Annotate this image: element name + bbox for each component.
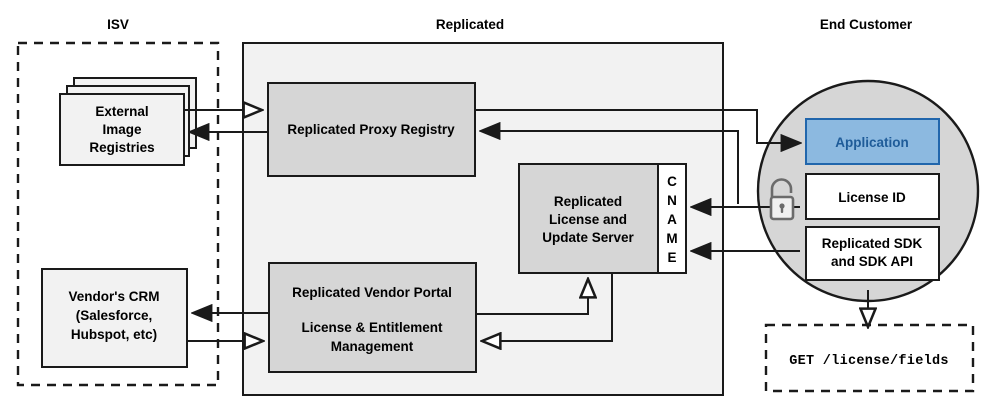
vendors-crm-line-3: Hubspot, etc)	[71, 327, 157, 342]
cname-letter-a: A	[667, 212, 677, 227]
replicated-proxy-registry-label: Replicated Proxy Registry	[287, 122, 455, 137]
vendors-crm-line-1: Vendor's CRM	[69, 289, 160, 304]
application-node[interactable]: Application	[805, 118, 940, 165]
api-call-node[interactable]: GET /license/fields	[764, 323, 975, 393]
vendor-portal-line-2: License & Entitlement	[301, 320, 443, 335]
license-update-server-line-1: Replicated	[554, 194, 622, 209]
cname-box	[657, 163, 687, 274]
replicated-license-update-server-node[interactable]: Replicated License and Update Server	[518, 163, 659, 274]
license-update-server-line-3: Update Server	[542, 230, 634, 245]
vendors-crm-box	[41, 268, 188, 368]
zone-title-replicated: Replicated	[436, 17, 504, 32]
replicated-vendor-portal-node[interactable]: Replicated Vendor Portal License & Entit…	[268, 262, 477, 373]
replicated-sdk-line-2: and SDK API	[831, 254, 913, 269]
vendor-portal-line-3: Management	[331, 339, 414, 354]
flow-vendor-portal-to-license-server	[476, 279, 588, 315]
flow-customer-to-proxy	[481, 131, 739, 204]
license-id-label: License ID	[838, 190, 906, 205]
zone-title-end-customer: End Customer	[820, 17, 913, 32]
cname-letter-n: N	[667, 193, 677, 208]
vendors-crm-line-2: (Salesforce,	[76, 308, 153, 323]
vendor-portal-line-1: Replicated Vendor Portal	[292, 285, 452, 300]
cname-strip[interactable]: C N A M E	[657, 163, 687, 274]
replicated-vendor-portal-box	[268, 262, 477, 373]
cname-letter-c: C	[667, 174, 677, 189]
external-image-registries-line-1: External	[95, 104, 148, 119]
flow-license-server-to-vendor-portal	[482, 273, 613, 341]
application-label: Application	[835, 135, 909, 150]
flow-proxy-to-application	[475, 109, 800, 143]
replicated-sdk-line-1: Replicated SDK	[822, 236, 923, 251]
cname-letter-e: E	[667, 250, 676, 265]
replicated-proxy-registry-node[interactable]: Replicated Proxy Registry	[267, 82, 476, 177]
replicated-license-update-server-box	[518, 163, 659, 274]
cname-letter-m: M	[666, 231, 677, 246]
replicated-proxy-registry-box	[267, 82, 476, 177]
api-call-label: GET /license/fields	[789, 354, 949, 369]
unlock-icon	[769, 178, 795, 221]
external-image-registries-line-3: Registries	[89, 140, 154, 155]
replicated-sdk-box	[805, 226, 940, 281]
application-box	[805, 118, 940, 165]
registry-card-front	[59, 93, 185, 166]
zone-title-isv: ISV	[107, 17, 129, 32]
vendors-crm-node[interactable]: Vendor's CRM (Salesforce, Hubspot, etc)	[41, 268, 188, 368]
external-image-registries-node[interactable]: External Image Registries	[59, 77, 197, 166]
replicated-sdk-node[interactable]: Replicated SDK and SDK API	[805, 226, 940, 281]
api-call-boundary	[764, 323, 975, 393]
isv-zone-boundary	[16, 41, 220, 387]
license-id-box	[805, 173, 940, 220]
external-image-registries-line-2: Image	[102, 122, 142, 137]
license-update-server-line-2: License and	[549, 212, 627, 227]
license-id-node[interactable]: License ID	[805, 173, 940, 220]
